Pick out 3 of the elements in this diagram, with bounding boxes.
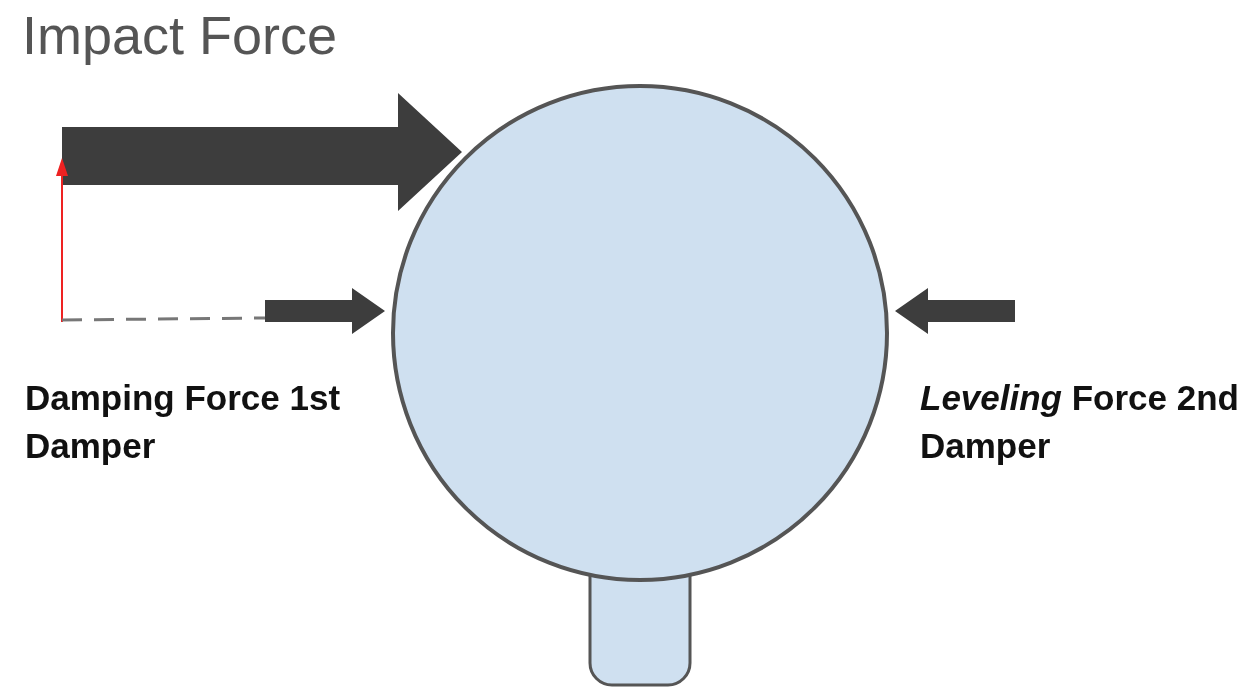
- force-label: Leveling Force 2nd Damper: [920, 377, 1240, 467]
- force-label: Impact Force: [22, 4, 339, 67]
- force-label: Damping Force 1st Damper: [25, 377, 342, 467]
